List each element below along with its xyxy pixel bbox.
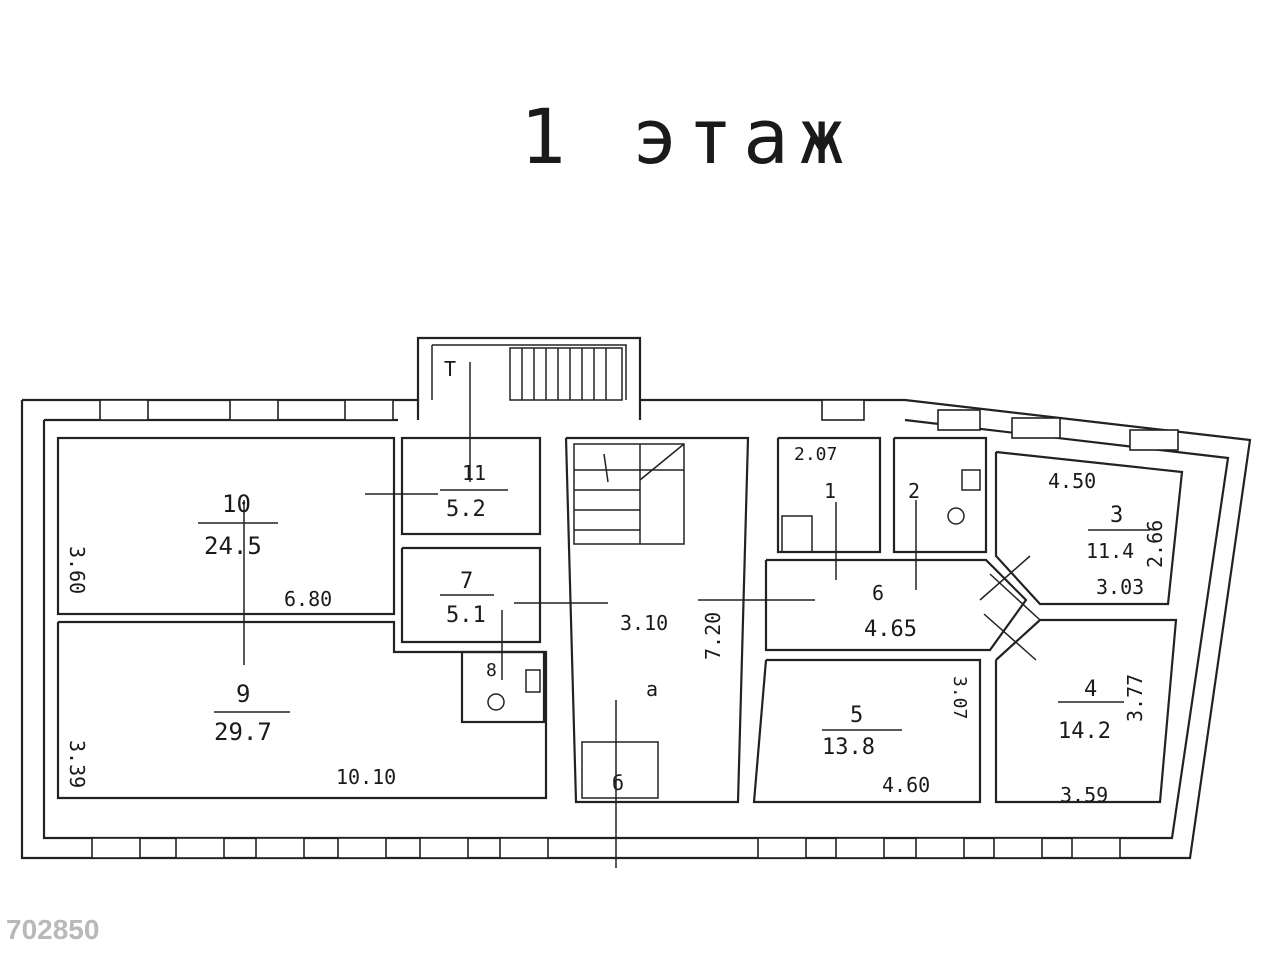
stair-top [509, 347, 623, 401]
room-number-9: 9 [236, 680, 250, 708]
windows-bottom [91, 837, 1121, 859]
dim-3-60: 3.60 [65, 546, 89, 594]
stairwell-outline [564, 436, 750, 804]
room-10-outline [56, 436, 396, 616]
room-area-3: 11.4 [1086, 539, 1134, 563]
corridor-label-b: б [612, 771, 624, 795]
room-6-outline [764, 558, 1028, 652]
room-area-10: 24.5 [204, 532, 262, 560]
watermark-id: 702850 [6, 914, 100, 945]
dim-6-80: 6.80 [284, 587, 332, 611]
dim-3-77: 3.77 [1123, 674, 1147, 722]
room-11-outline [400, 436, 542, 536]
room-number-6: 6 [872, 581, 884, 605]
page-title: 1 этаж [520, 92, 855, 181]
room-9-outline [56, 620, 548, 800]
dim-10-10: 10.10 [336, 765, 396, 789]
room-area-9: 29.7 [214, 718, 272, 746]
dim-4-50: 4.50 [1048, 469, 1096, 493]
room-area-5: 13.8 [822, 735, 875, 760]
room-number-3: 3 [1110, 503, 1123, 528]
windows-top [99, 399, 1179, 451]
room-area-7: 5.1 [446, 603, 486, 628]
outer-walls [20, 336, 1252, 860]
room-number-11: 11 [462, 461, 486, 485]
room-number-8: 8 [486, 660, 497, 681]
room-3-outline [994, 450, 1184, 606]
dim-3-39: 3.39 [65, 740, 89, 788]
dim-3-10: 3.10 [620, 611, 668, 635]
room-number-t: T [444, 357, 456, 381]
dim-2-66: 2.66 [1143, 520, 1167, 568]
room-area-11: 5.2 [446, 497, 486, 522]
room-number-4: 4 [1084, 677, 1097, 702]
dim-4-60: 4.60 [882, 773, 930, 797]
room-area-4: 14.2 [1058, 719, 1111, 744]
room-5-outline [752, 658, 982, 804]
room-8-outline [460, 650, 546, 724]
room-number-7: 7 [460, 569, 473, 594]
room-4-outline [994, 618, 1178, 804]
room-area-6: 4.65 [864, 617, 917, 642]
room-1-outline [776, 436, 882, 554]
room-2-outline [892, 436, 988, 554]
corridor-label-a: а [646, 677, 658, 701]
room-number-5: 5 [850, 703, 863, 728]
room-number-1: 1 [824, 479, 836, 503]
room-7-outline [400, 546, 542, 644]
room-number-2: 2 [908, 479, 920, 503]
dim-2-07: 2.07 [794, 444, 837, 465]
dim-3-07: 3.07 [949, 676, 970, 719]
room-number-10: 10 [222, 490, 251, 518]
dim-3-03: 3.03 [1096, 575, 1144, 599]
dim-7-20: 7.20 [701, 612, 725, 660]
dim-3-59: 3.59 [1060, 783, 1108, 807]
